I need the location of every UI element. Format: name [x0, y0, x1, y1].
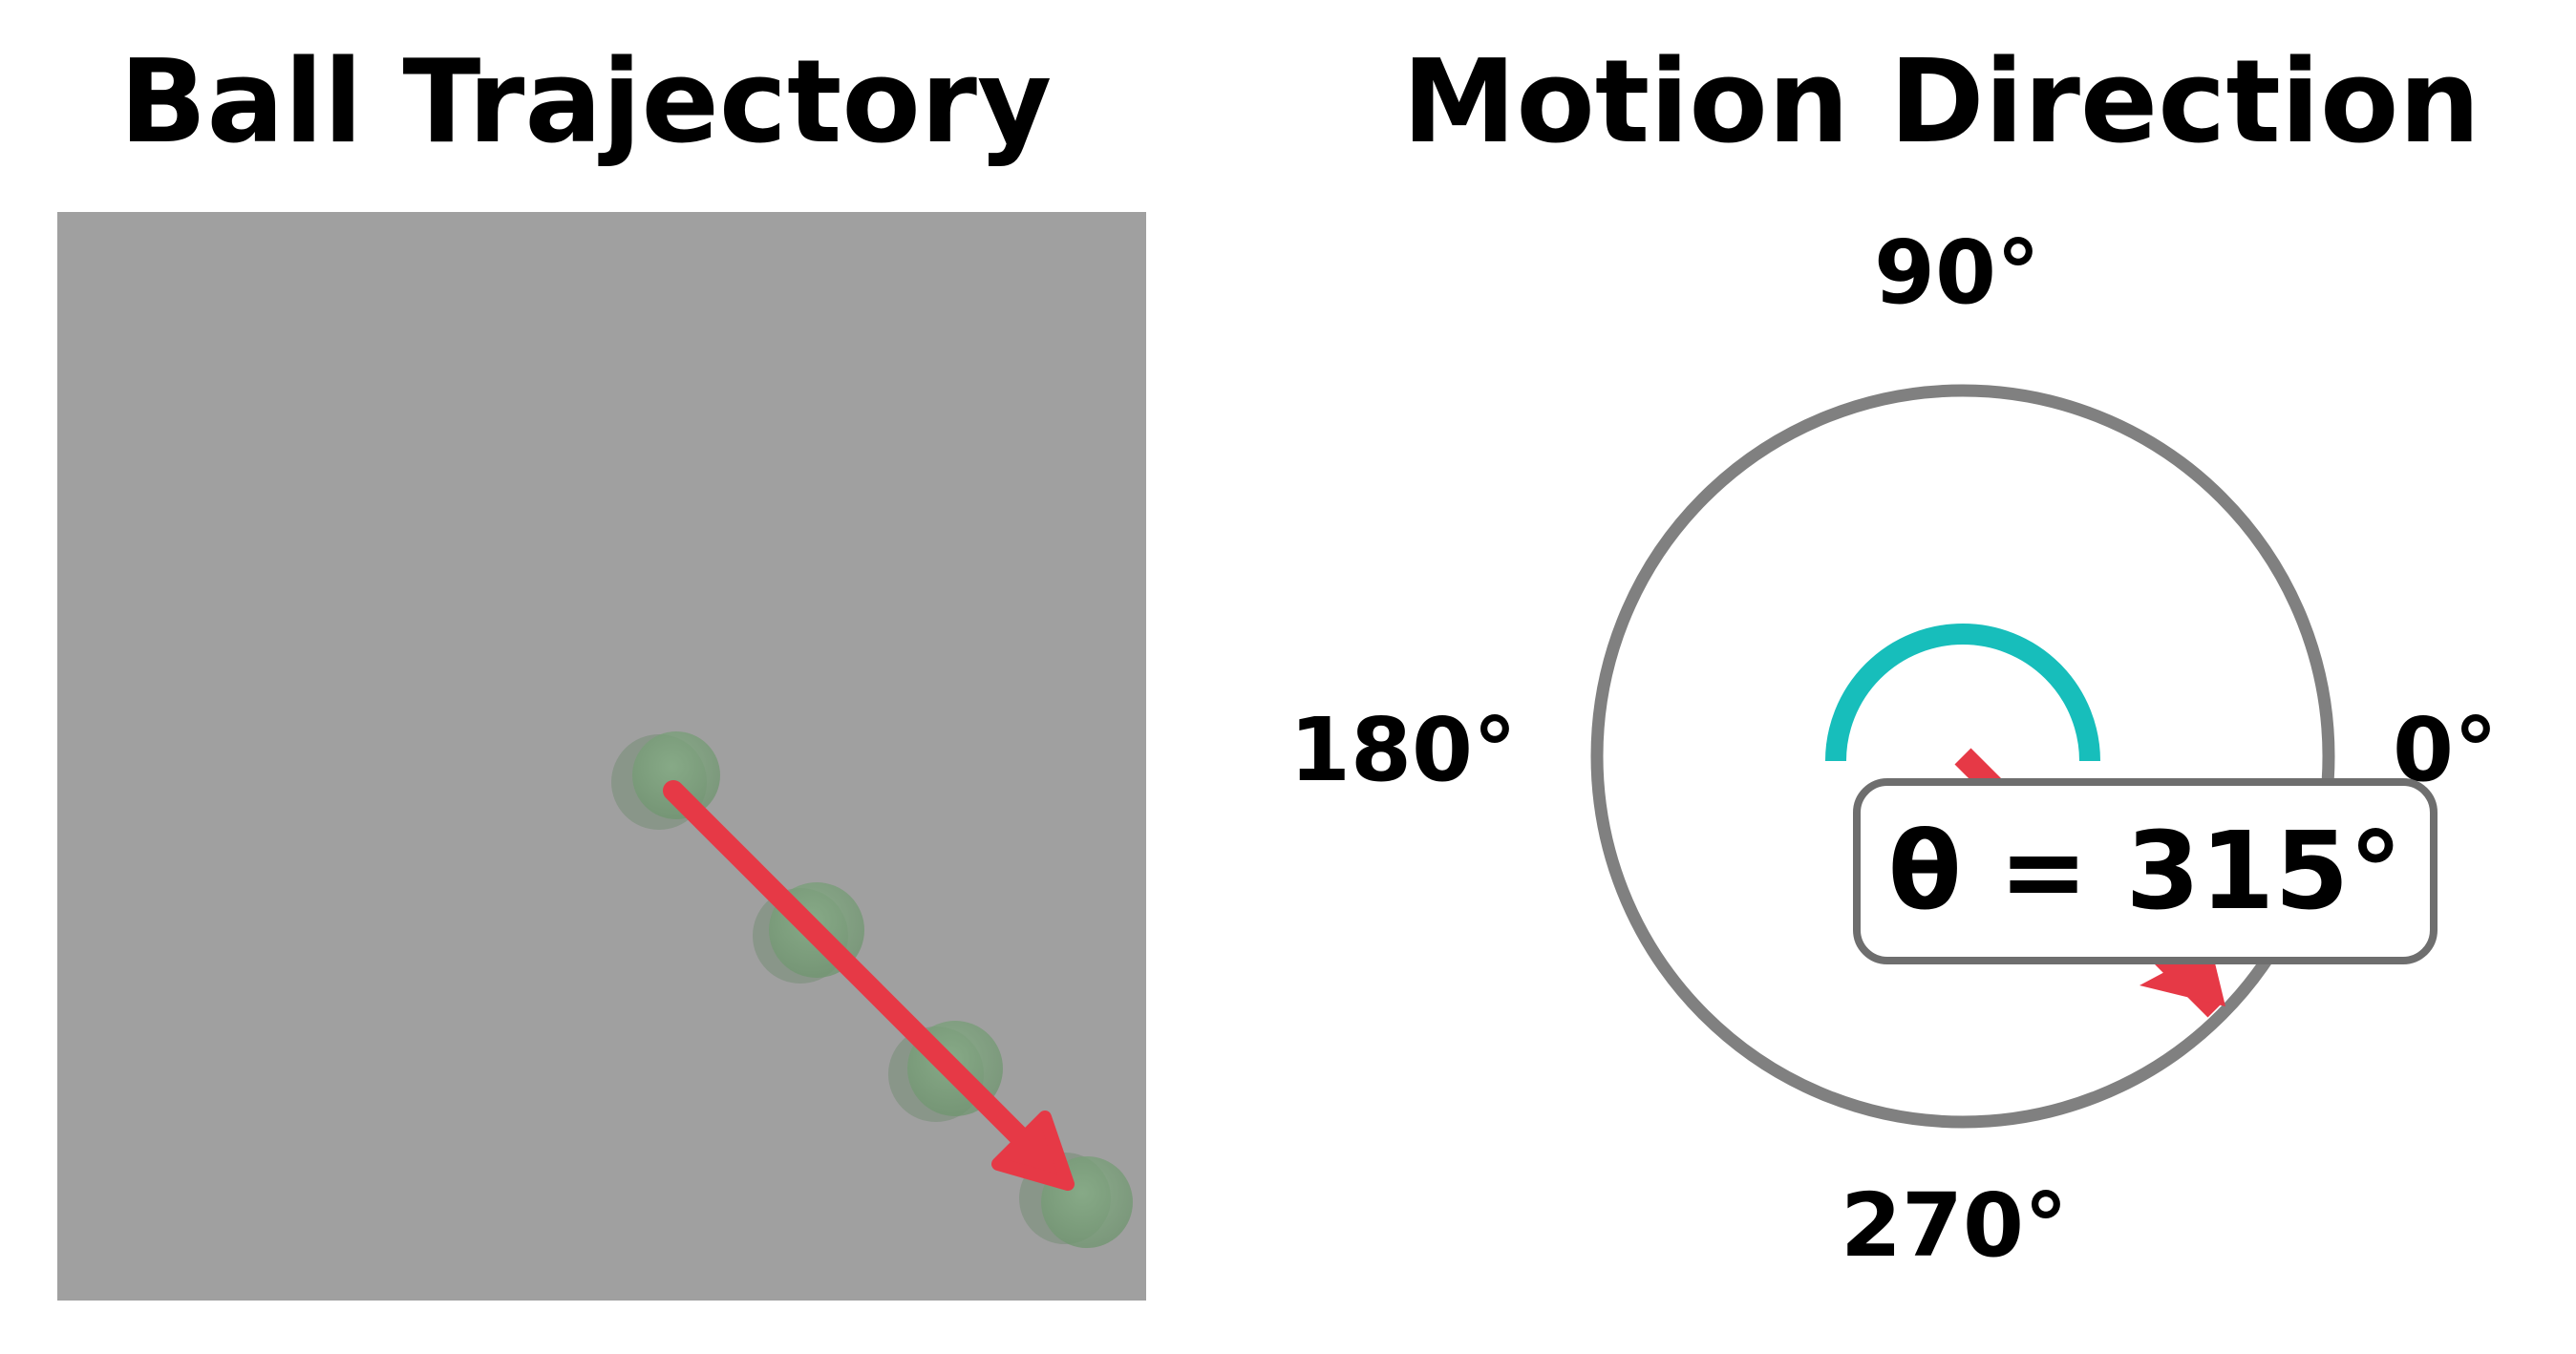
motion-arrow-shaft [663, 780, 1066, 1183]
motion-direction-title: Motion Direction [1402, 36, 2480, 169]
angle-label-90: 90° [1874, 222, 2041, 324]
angle-readout-box: θ = 315° [1853, 778, 2438, 964]
motion-arrow-head [991, 1111, 1075, 1191]
trajectory-svg [611, 731, 1133, 1248]
angle-arc [1825, 624, 2100, 762]
trajectory-ball [611, 731, 720, 830]
angle-label-180: 180° [1289, 699, 1518, 801]
ball-trajectory-title: Ball Trajectory [119, 36, 1053, 169]
angle-readout: θ = 315° [1887, 809, 2403, 934]
angle-label-270: 270° [1841, 1174, 2069, 1277]
reference-circle [1590, 384, 2335, 1129]
trajectory-canvas [57, 212, 1146, 1301]
